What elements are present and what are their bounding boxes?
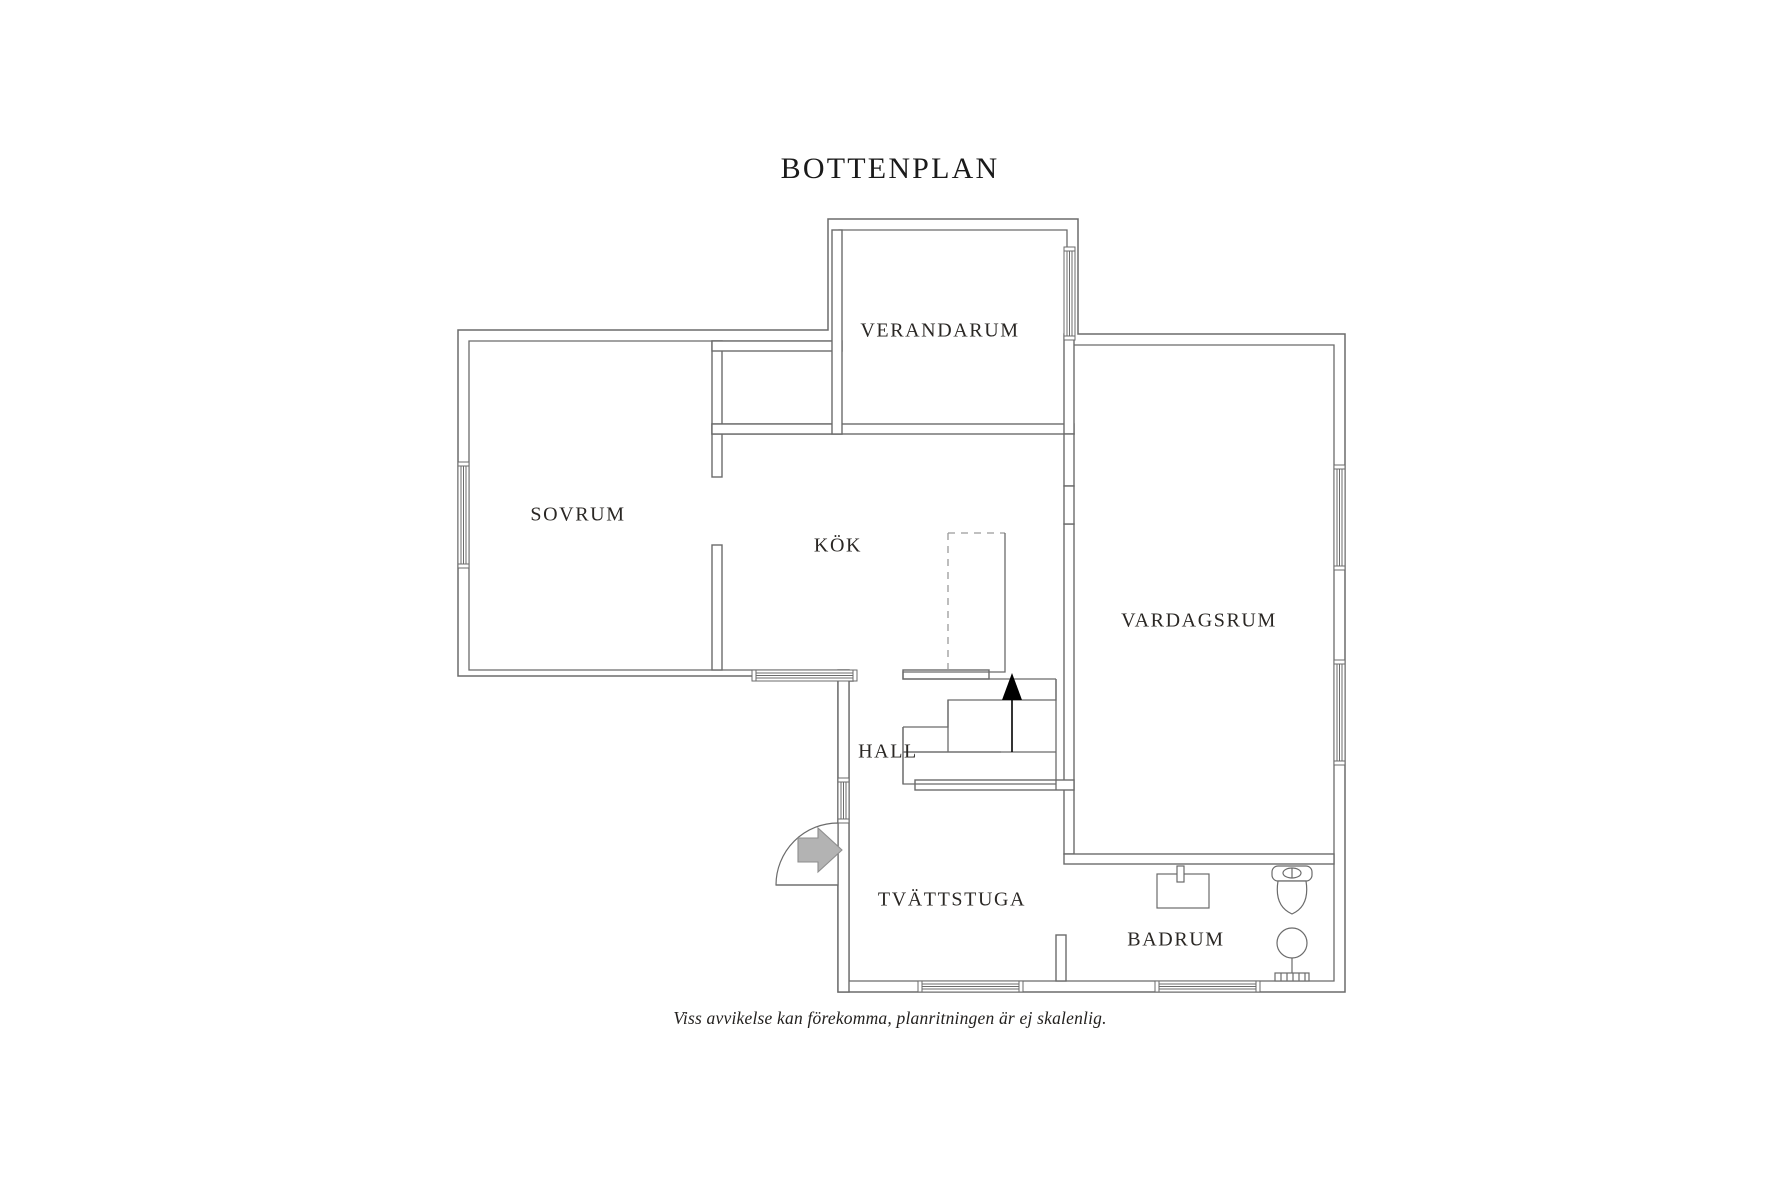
plan-disclaimer-caption: Viss avvikelse kan förekomma, planritnin… xyxy=(673,1008,1107,1028)
shower-fixture xyxy=(1274,927,1310,982)
window-tvattstuga-left xyxy=(837,777,850,824)
page-title: BOTTENPLAN xyxy=(780,152,1000,185)
room-label-verandarum: VERANDARUM xyxy=(860,319,1020,342)
window-sovrum-bottom xyxy=(751,669,858,682)
lower-block-left-wall xyxy=(837,669,850,993)
entrance-arrow xyxy=(797,826,843,874)
room-label-kok: KÖK xyxy=(813,534,863,557)
interior-walls xyxy=(711,229,1335,982)
stair-direction-arrow-up xyxy=(1002,673,1022,752)
toilet xyxy=(1271,865,1313,915)
window-vardagsrum-right-1 xyxy=(1333,464,1346,571)
window-tvattstuga-bottom xyxy=(917,980,1024,993)
windows xyxy=(457,246,1346,993)
bathroom-sink xyxy=(1156,865,1210,909)
room-label-tvattstuga: TVÄTTSTUGA xyxy=(877,888,1027,911)
window-sovrum-left xyxy=(457,461,470,569)
staircase xyxy=(902,532,1057,790)
room-label-vardagsrum: VARDAGSRUM xyxy=(1121,609,1277,632)
window-vardagsrum-right-2 xyxy=(1333,659,1346,766)
room-label-badrum: BADRUM xyxy=(1127,928,1225,951)
window-badrum-bottom xyxy=(1154,980,1261,993)
window-verandarum-right xyxy=(1063,246,1076,341)
room-label-hall: HALL xyxy=(858,740,918,763)
room-label-sovrum: SOVRUM xyxy=(530,503,626,526)
